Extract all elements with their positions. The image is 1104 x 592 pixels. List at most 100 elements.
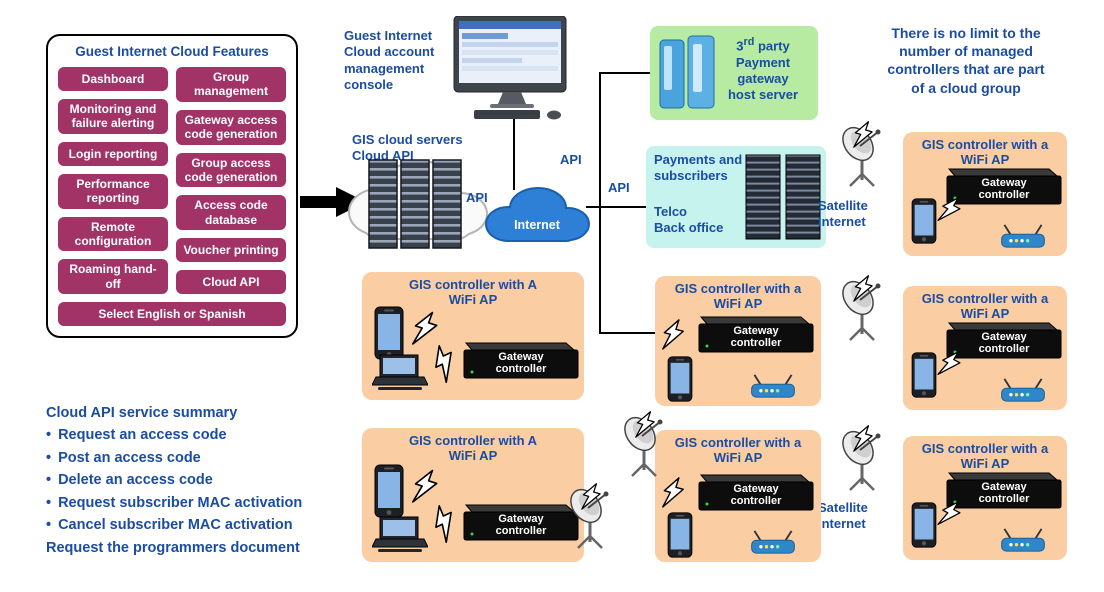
- lightning-bolt-icon: [937, 351, 961, 375]
- laptop-icon: [372, 354, 428, 390]
- api-summary-item: •Post an access code: [46, 447, 356, 469]
- satellite-internet-label: Satellite Internet: [818, 198, 868, 230]
- controller-box-title: GIS controller with a WiFi AP: [674, 435, 802, 466]
- wifi-ap-icon: [1001, 224, 1045, 248]
- feature-button-remote-configuration: Remote configuration: [58, 216, 168, 252]
- feature-button-voucher-printing: Voucher printing: [176, 238, 286, 263]
- gateway-controller-icon: [946, 168, 1062, 205]
- keyboard-icon: [474, 110, 540, 119]
- server-rack-icon: [368, 159, 462, 249]
- bullet-icon: •: [46, 449, 52, 466]
- payment-gateway-label: 3rd party Payment gateway host server: [727, 36, 799, 103]
- controller-box-title: GIS controller with a WiFi AP: [674, 281, 802, 312]
- lightning-bolt-icon: [435, 505, 452, 544]
- satellite-dish: [838, 275, 892, 344]
- api-summary-item: •Request an access code: [46, 424, 356, 446]
- satellite-dish: [566, 483, 620, 552]
- satellite-dish: [838, 121, 892, 190]
- lightning-bolt-icon: [853, 275, 873, 302]
- smartphone-icon: [667, 512, 693, 558]
- feature-button-group-access-codes: Group access code generation: [176, 152, 286, 188]
- api-summary-item: •Cancel subscriber MAC activation: [46, 514, 356, 536]
- telco-label: Telco Back office: [654, 204, 724, 236]
- controller-box-title: GIS controller with a WiFi AP: [921, 137, 1049, 168]
- feature-button-access-code-database: Access code database: [176, 195, 286, 231]
- wifi-ap-icon: [751, 374, 795, 398]
- satellite-internet-label: Satellite Internet: [818, 500, 868, 532]
- feature-button-gateway-access-codes: Gateway access code generation: [176, 109, 286, 145]
- controller-box-title: GIS controller with a WiFi AP: [921, 441, 1049, 472]
- api-label: API: [608, 180, 630, 195]
- gateway-controller-icon: [463, 504, 579, 541]
- controller-box-title: GIS controller with A WiFi AP: [408, 433, 538, 464]
- laptop-icon: [372, 516, 428, 552]
- smartphone-icon: [374, 306, 404, 360]
- feature-button-dashboard: Dashboard: [58, 67, 168, 91]
- lightning-bolt-icon: [937, 197, 961, 221]
- smartphone-icon: [911, 352, 937, 398]
- feature-button-roaming-handoff: Roaming hand-off: [58, 259, 168, 295]
- telco-server-rack-icon: [745, 154, 821, 240]
- gateway-controller-icon: [698, 316, 814, 353]
- internet-label: Internet: [514, 218, 560, 232]
- api-summary-item: •Delete an access code: [46, 469, 356, 491]
- cloud-api-summary-title: Cloud API service summary: [46, 405, 238, 421]
- lightning-bolt-icon: [853, 425, 873, 452]
- gateway-controller-icon: [463, 342, 579, 379]
- controller-box-title: GIS controller with A WiFi AP: [408, 277, 538, 308]
- bullet-icon: •: [46, 427, 52, 444]
- console-label: Guest Internet Cloud account management …: [344, 28, 435, 92]
- controller-box-title: GIS controller with a WiFi AP: [921, 291, 1049, 322]
- satellite-dish: [838, 425, 892, 494]
- features-panel-title: Guest Internet Cloud Features: [75, 44, 269, 59]
- internet-cloud-icon: [485, 187, 590, 242]
- feature-button-cloud-api: Cloud API: [176, 270, 286, 295]
- smartphone-icon: [374, 464, 404, 518]
- payment-server-icon: [659, 35, 715, 109]
- telco-back-office-box: Payments and subscribers Telco Back offi…: [646, 146, 826, 248]
- lightning-bolt-icon: [411, 311, 438, 345]
- feature-button-group-management: Group management: [176, 67, 286, 102]
- wifi-ap-icon: [1001, 378, 1045, 402]
- api-summary-footer: Request the programmers document: [46, 539, 300, 556]
- feature-button-monitoring: Monitoring and failure alerting: [58, 99, 168, 134]
- feature-button-language: Select English or Spanish: [58, 302, 286, 327]
- lightning-bolt-icon: [937, 501, 961, 525]
- api-summary-item: •Request subscriber MAC activation: [46, 492, 356, 514]
- api-label: API: [466, 190, 488, 205]
- internet-cloud: Internet: [484, 182, 590, 248]
- payment-gateway-box: 3rd party Payment gateway host server: [650, 26, 818, 120]
- smartphone-icon: [911, 502, 937, 548]
- gateway-controller-icon: [698, 474, 814, 511]
- features-panel: Guest Internet Cloud Features Dashboard …: [46, 34, 298, 339]
- gateway-controller-icon: [946, 322, 1062, 359]
- cloud-servers-label: GIS cloud servers Cloud API: [352, 132, 463, 164]
- lightning-bolt-icon: [581, 483, 601, 510]
- mouse-icon: [547, 110, 561, 120]
- bullet-icon: •: [46, 472, 52, 489]
- lightning-bolt-icon: [662, 477, 684, 508]
- api-label: API: [560, 152, 582, 167]
- lightning-bolt-icon: [635, 411, 655, 438]
- wifi-ap-icon: [751, 530, 795, 554]
- lightning-bolt-icon: [662, 319, 684, 350]
- management-console-computer-icon: [453, 16, 567, 120]
- smartphone-icon: [667, 356, 693, 402]
- lightning-bolt-icon: [853, 121, 873, 148]
- bullet-icon: •: [46, 517, 52, 534]
